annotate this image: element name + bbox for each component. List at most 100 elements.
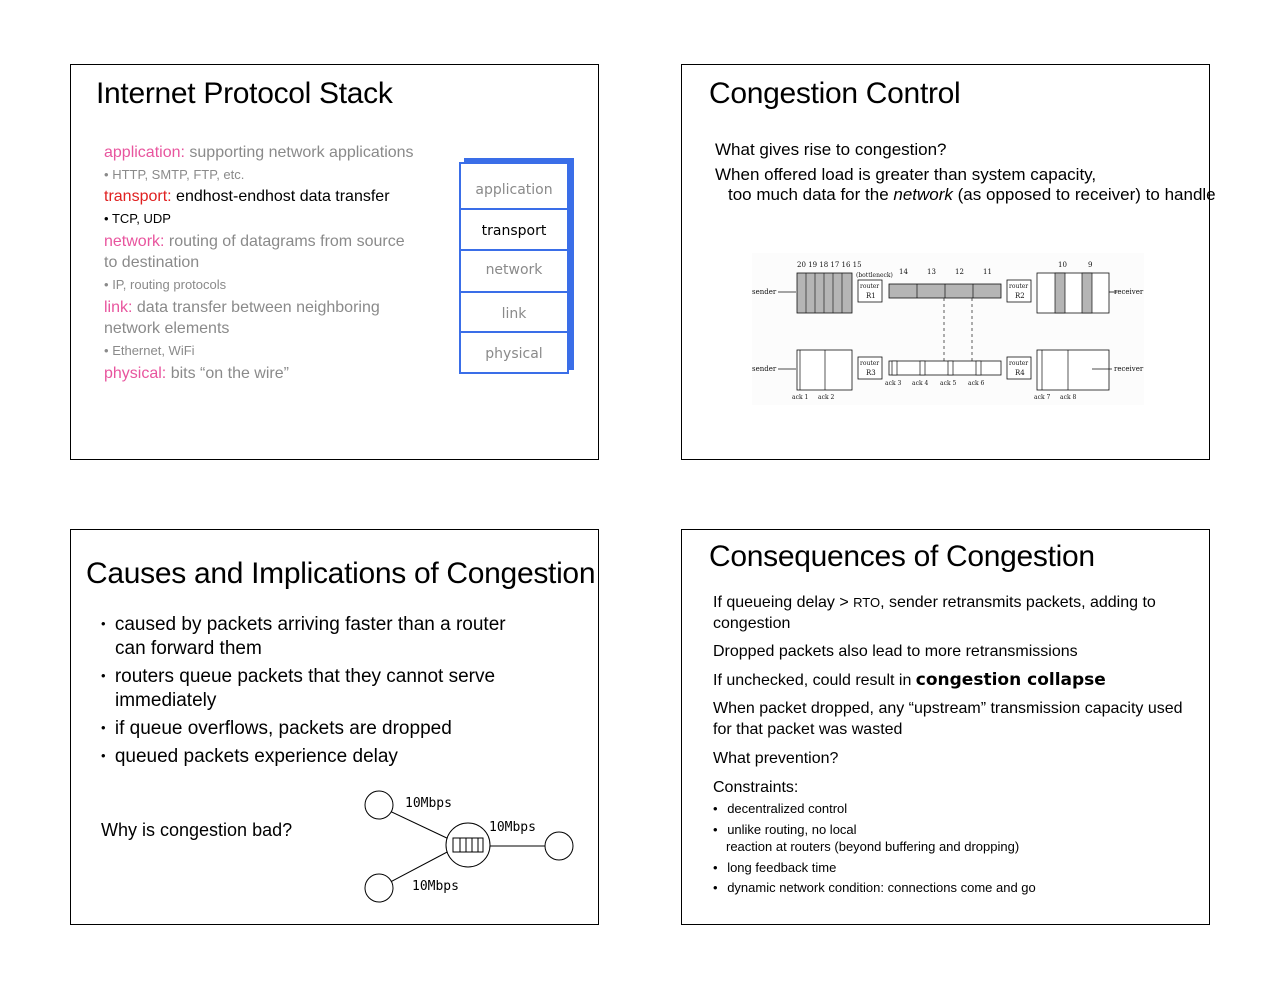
bullet-item: • queued packets experience delay bbox=[101, 744, 398, 770]
constraint-item: • decentralized control bbox=[713, 800, 847, 817]
router-topology-diagram bbox=[364, 790, 574, 903]
ack-link bbox=[888, 360, 1002, 376]
constraint-item: • dynamic network condition: connections… bbox=[713, 879, 1036, 896]
physical-line: physical: bits “on the wire” bbox=[104, 364, 289, 384]
ack-1-label: ack 1 bbox=[792, 394, 808, 401]
text-part: (as opposed to receiver) to handle bbox=[952, 185, 1216, 204]
network-line: network: routing of datagrams from sourc… bbox=[104, 232, 405, 252]
paragraph-upstream: When packet dropped, any “upstream” tran… bbox=[713, 700, 1183, 717]
congestion-collapse-emphasis: congestion collapse bbox=[915, 670, 1106, 690]
link-label: link: bbox=[104, 299, 133, 316]
link-desc: data transfer between neighboring bbox=[136, 299, 380, 316]
application-line: application: supporting network applicat… bbox=[104, 143, 414, 163]
link-desc-2: network elements bbox=[104, 320, 230, 337]
link-line: link: data transfer between neighboring bbox=[104, 298, 380, 318]
stack-divider bbox=[461, 331, 567, 333]
ack-7-label: ack 7 bbox=[1034, 394, 1050, 401]
bullet-text: queued packets experience delay bbox=[114, 746, 398, 767]
packet-10 bbox=[1054, 272, 1066, 314]
transport-line: transport: endhost-endhost data transfer bbox=[104, 187, 390, 207]
network-desc: routing of datagrams from source bbox=[168, 233, 405, 250]
ack-5-label: ack 5 bbox=[940, 380, 956, 387]
bullet-continuation: immediately bbox=[115, 690, 217, 711]
stack-layer-link: link bbox=[501, 306, 527, 322]
bullet: • bbox=[713, 822, 718, 837]
link-speed-top: 10Mbps bbox=[405, 796, 452, 811]
paragraph-upstream-cont: for that packet was wasted bbox=[713, 721, 903, 738]
destination-node bbox=[544, 831, 574, 861]
source-node-top bbox=[364, 790, 394, 820]
link-speed-bottom: 10Mbps bbox=[412, 879, 459, 894]
slide-internet-protocol-stack: Internet Protocol Stack application: sup… bbox=[70, 64, 599, 460]
router-r1-box bbox=[857, 279, 883, 303]
slide-title: Consequences of Congestion bbox=[709, 540, 1095, 573]
application-desc: supporting network applications bbox=[189, 144, 414, 161]
bottleneck-label: (bottleneck) bbox=[856, 272, 893, 279]
paragraph-rto-cont: congestion bbox=[713, 615, 791, 632]
slide-causes-of-congestion: Causes and Implications of Congestion • … bbox=[70, 529, 599, 925]
bullet: • bbox=[104, 211, 109, 226]
sender-top-label: sender bbox=[752, 288, 777, 296]
bullet: • bbox=[104, 277, 109, 292]
constraint-text: decentralized control bbox=[727, 801, 848, 816]
router-r2-id: R2 bbox=[1015, 292, 1025, 300]
ack-2-label: ack 2 bbox=[818, 394, 834, 401]
router-r1-label: router bbox=[860, 283, 879, 290]
bullet-item: • caused by packets arriving faster than… bbox=[101, 612, 506, 638]
receiver-pipe bbox=[1036, 272, 1110, 314]
application-label: application: bbox=[104, 144, 185, 161]
source-node-bottom bbox=[364, 873, 394, 903]
protocol-stack-diagram: application transport network link physi… bbox=[459, 158, 574, 374]
slide-title: Internet Protocol Stack bbox=[96, 77, 393, 110]
physical-label: physical: bbox=[104, 365, 167, 382]
link-examples: • Ethernet, WiFi bbox=[104, 343, 195, 358]
bullet: • bbox=[101, 616, 106, 631]
stack-divider bbox=[461, 208, 567, 210]
bullet: • bbox=[713, 880, 718, 895]
router-r2-label: router bbox=[1009, 283, 1028, 290]
mid-packet-13: 13 bbox=[927, 268, 936, 276]
ack-4-label: ack 4 bbox=[912, 380, 928, 387]
paragraph-constraints: Constraints: bbox=[713, 779, 799, 796]
mid-packet-12: 12 bbox=[955, 268, 964, 276]
network-examples: • IP, routing protocols bbox=[104, 277, 226, 292]
bullet: • bbox=[104, 167, 109, 182]
bullet-continuation: can forward them bbox=[115, 638, 262, 659]
paragraph-dropped: Dropped packets also lead to more retran… bbox=[713, 643, 1078, 660]
slide-consequences-of-congestion: Consequences of Congestion If queueing d… bbox=[681, 529, 1210, 925]
bullet-item: • if queue overflows, packets are droppe… bbox=[101, 716, 452, 742]
constraint-text: long feedback time bbox=[727, 860, 837, 875]
slide-congestion-control: Congestion Control What gives rise to co… bbox=[681, 64, 1216, 460]
transport-desc: endhost-endhost data transfer bbox=[176, 188, 390, 205]
bullet: • bbox=[101, 748, 106, 763]
bullet-text: if queue overflows, packets are dropped bbox=[114, 718, 452, 739]
text-part: , sender retransmits packets, adding to bbox=[880, 594, 1156, 611]
router-r4-id: R4 bbox=[1015, 369, 1025, 377]
congestion-explanation-2: too much data for the network (as oppose… bbox=[728, 184, 1216, 205]
sender-bottom-label: sender bbox=[752, 365, 777, 373]
stack-divider bbox=[461, 291, 567, 293]
receiver-top-label: receiver bbox=[1114, 288, 1144, 296]
bullet: • bbox=[713, 860, 718, 875]
application-examples: • HTTP, SMTP, FTP, etc. bbox=[104, 167, 244, 182]
top-packet-numbers: 20 19 18 17 16 15 bbox=[797, 261, 862, 269]
text-part: If unchecked, could result in bbox=[713, 672, 916, 689]
transport-examples: • TCP, UDP bbox=[104, 211, 171, 226]
bullet-text: routers queue packets that they cannot s… bbox=[114, 666, 496, 687]
stack-layer-transport: transport bbox=[481, 223, 547, 239]
text-part: too much data for the bbox=[728, 185, 894, 204]
network-label: network: bbox=[104, 233, 165, 250]
receiver-bottom-label: receiver bbox=[1114, 365, 1144, 373]
ack-8-label: ack 8 bbox=[1060, 394, 1076, 401]
bullet: • bbox=[101, 720, 106, 735]
constraint-item: • long feedback time bbox=[713, 859, 836, 876]
stack-box: application transport network link physi… bbox=[459, 162, 569, 374]
right-packet-9: 9 bbox=[1088, 261, 1092, 269]
constraint-text: dynamic network condition: connections c… bbox=[727, 880, 1036, 895]
congestion-pipe-diagram: 20 19 18 17 16 15 sender (bottleneck) ro… bbox=[752, 253, 1144, 405]
examples-text: IP, routing protocols bbox=[112, 277, 227, 292]
constraint-item: • unlike routing, no local bbox=[713, 821, 857, 838]
ack-3-label: ack 3 bbox=[885, 380, 901, 387]
link-speed-right: 10Mbps bbox=[489, 820, 536, 835]
paragraph-prevention: What prevention? bbox=[713, 750, 839, 767]
